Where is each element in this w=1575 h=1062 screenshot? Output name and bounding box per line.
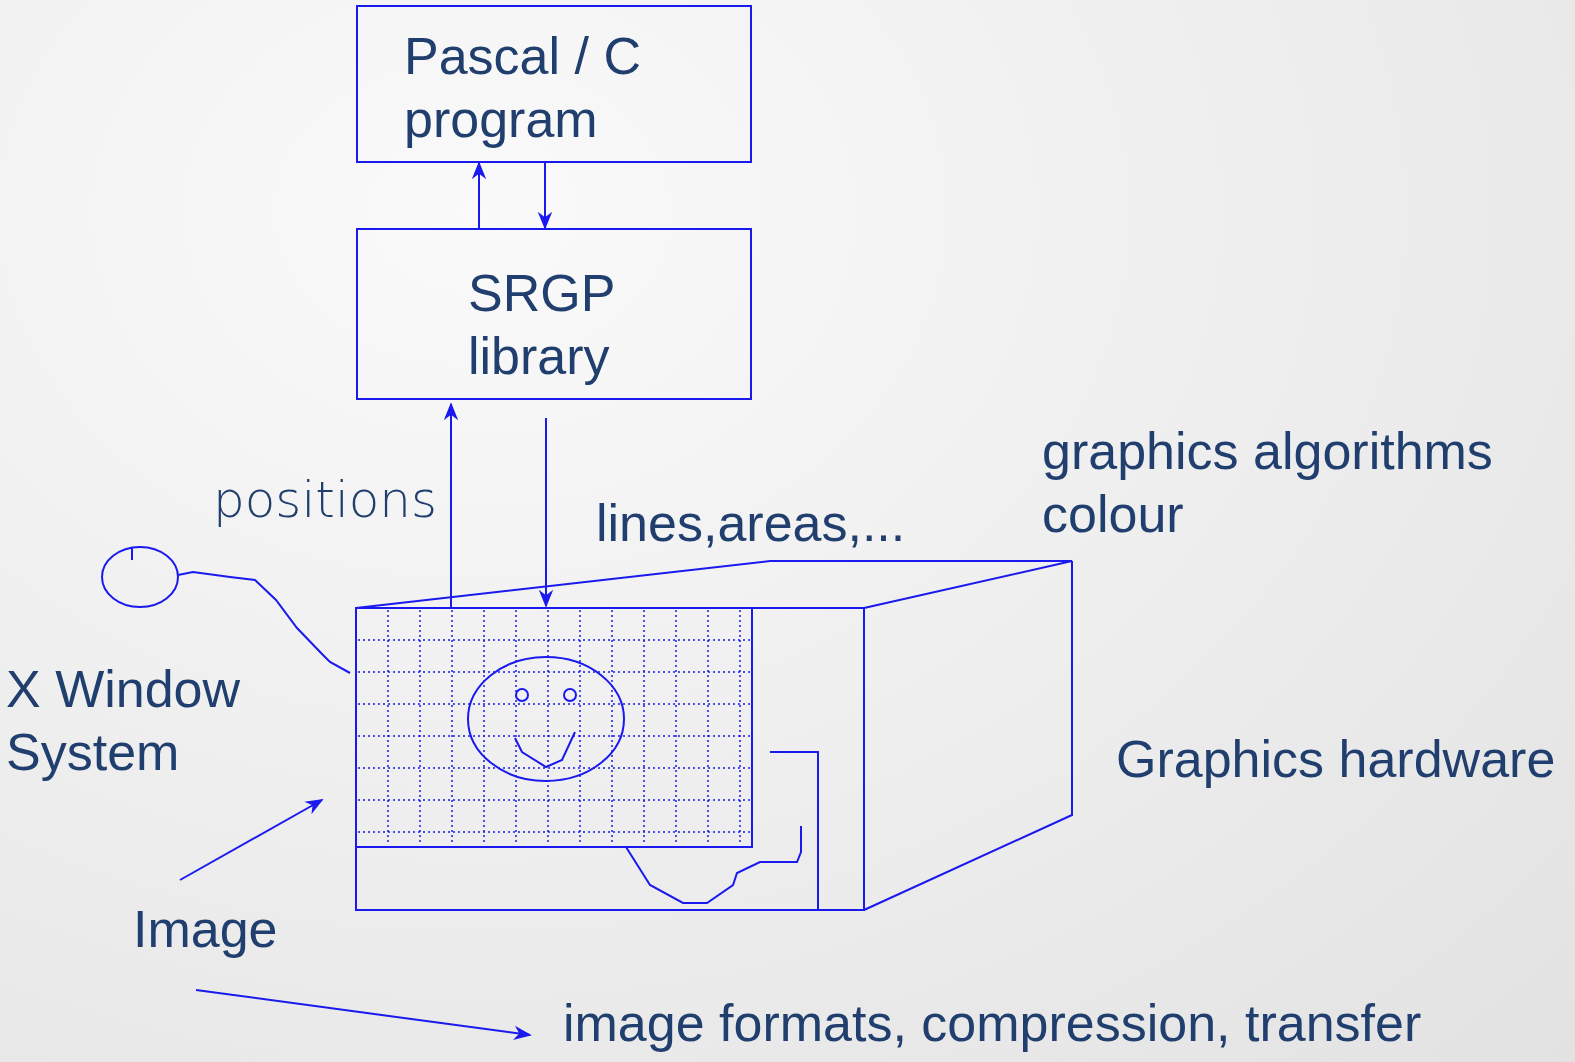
monitor-side [864,561,1072,910]
mouse-cable [178,572,350,673]
cable [626,826,801,903]
image-arrow [196,990,530,1035]
connector-arrow [478,163,480,228]
diagram-label: graphics algorithms colour [1042,420,1542,546]
diagram-label: Graphics hardware [1116,728,1572,791]
screen [356,608,752,847]
image-arrow [180,800,322,880]
monitor-panel [770,752,818,910]
smiley-face [468,657,624,781]
box-text: Pascal / C program [404,25,704,151]
positions-arrow [450,404,452,608]
diagram-label: Image [133,898,333,961]
process-box: SRGP library [356,228,752,400]
diagram-label: X Window System [6,658,276,784]
diagram-label: positions [213,469,513,532]
monitor-top [356,561,1072,608]
diagram-label: lines,areas,... [596,492,1016,555]
diagram-label: image formats, compression, transfer [563,992,1553,1055]
smiley-eye [564,689,576,701]
pixel-grid [358,610,750,845]
monitor-front [356,608,864,910]
output-arrow [545,418,547,606]
process-box: Pascal / C program [356,5,752,163]
mouse-button [131,547,133,560]
smiley-mouth [515,732,575,767]
connector-arrow [544,163,546,228]
smiley-eye [516,689,528,701]
mouse [102,547,178,607]
box-text: SRGP library [468,262,668,388]
